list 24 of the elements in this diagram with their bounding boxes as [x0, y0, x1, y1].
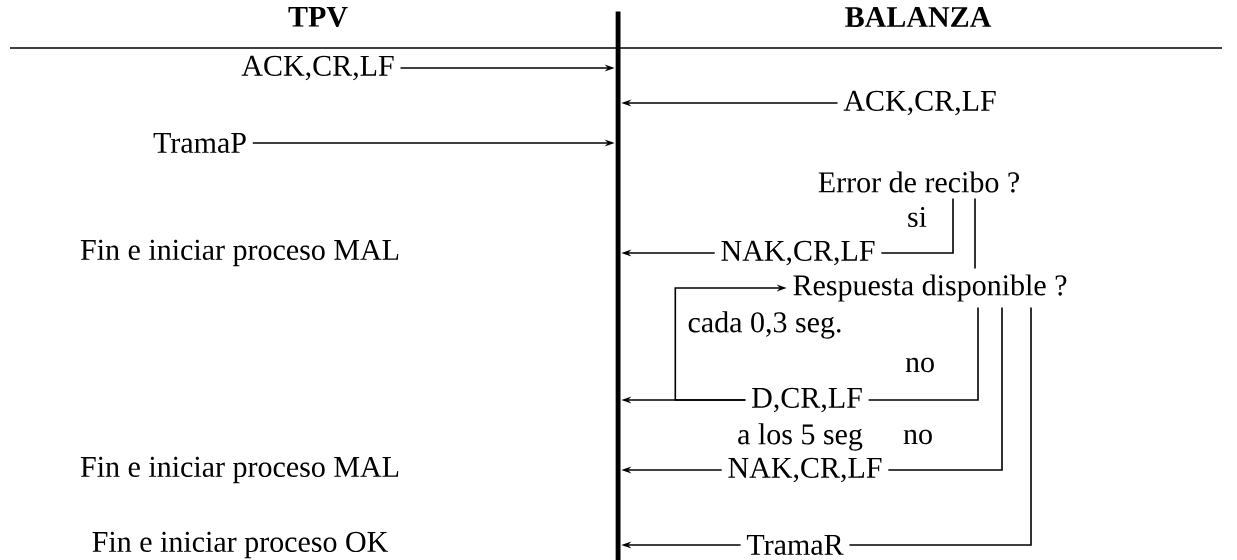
- message-label: ACK,CR,LF: [241, 55, 394, 81]
- question-text: Error de recibo ?: [818, 171, 1019, 193]
- note-text: Fin e iniciar proceso MAL: [80, 239, 399, 267]
- question-text: Respuesta disponible ?: [793, 274, 1067, 302]
- message-label: NAK,CR,LF: [728, 457, 882, 483]
- column-heading: BALANZA: [845, 7, 992, 27]
- connector-line: [887, 306, 1003, 471]
- note-text: cada 0,3 seg.: [688, 311, 841, 339]
- edge-label: no: [903, 429, 932, 445]
- message-label: ACK,CR,LF: [843, 90, 996, 116]
- edge-label: si: [908, 206, 927, 228]
- message-label: TramaR: [746, 535, 844, 555]
- note-text: a los 5 seg: [738, 423, 863, 451]
- note-text: Fin e iniciar proceso MAL: [80, 456, 399, 484]
- connector-line: [974, 197, 976, 270]
- edge-label: no: [905, 357, 934, 373]
- message-label: TramaP: [153, 133, 246, 153]
- message-label: D,CR,LF: [752, 387, 862, 413]
- connector-line: [880, 197, 954, 254]
- connector-line: [867, 306, 979, 401]
- column-heading: TPV: [288, 6, 348, 28]
- message-label: NAK,CR,LF: [721, 240, 875, 266]
- note-text: Fin e iniciar proceso OK: [92, 531, 388, 559]
- connector-line: [848, 306, 1032, 546]
